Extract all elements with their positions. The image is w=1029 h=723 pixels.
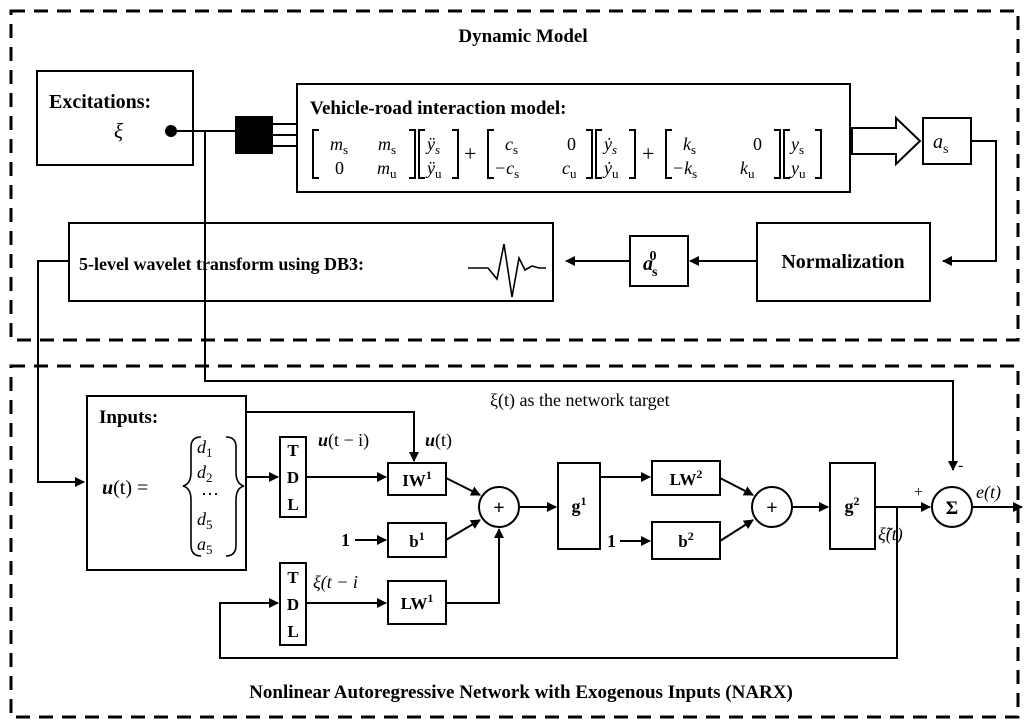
u-current-label: u(t) <box>425 430 452 451</box>
plus-sign: + <box>914 484 923 501</box>
svg-text:+: + <box>766 497 777 519</box>
u-delayed-label: u(t − i) <box>318 430 369 451</box>
svg-text:d1: d1 <box>197 437 213 460</box>
svg-text:mu: mu <box>377 158 397 181</box>
xi-delayed-label: ξ(t − i <box>313 572 358 593</box>
g1-block <box>557 462 601 550</box>
bias1-input: 1 <box>341 530 350 550</box>
svg-text:D: D <box>287 595 299 614</box>
tdl-input-box <box>279 436 307 518</box>
inputs-left-brace <box>182 436 202 557</box>
excitation-port <box>165 125 177 137</box>
as-normalized-label: as0 <box>643 249 658 280</box>
svg-text:ÿu: ÿu <box>425 158 442 181</box>
dynamic-model-region <box>9 9 1020 342</box>
svg-text:cs: cs <box>505 134 518 157</box>
b1-block <box>387 522 447 558</box>
svg-text:LW2: LW2 <box>670 467 703 489</box>
svg-text:Σ: Σ <box>946 498 958 519</box>
target-label: ξ(t) as the network target <box>490 390 670 411</box>
svg-text:yu: yu <box>789 158 806 181</box>
inputs-equation-lhs: u(t) = <box>102 477 148 499</box>
vehicle-model-title: Vehicle-road interaction model: <box>310 98 566 119</box>
svg-text:g2: g2 <box>845 494 860 516</box>
svg-text:−ks: −ks <box>672 158 697 181</box>
lw1-block <box>387 580 447 625</box>
svg-text:d5: d5 <box>197 509 213 532</box>
svg-text:ẏs: ẏs <box>602 134 617 157</box>
svg-text:b1: b1 <box>409 529 424 551</box>
excitations-box <box>36 70 194 166</box>
model-output-arrow <box>851 115 922 167</box>
vehicle-model-equation: ms ms 0 mu ÿs ÿu + cs 0 −cs cu ẏs ẏu + k… <box>312 129 822 181</box>
normalization-label: Normalization <box>781 251 904 273</box>
svg-text:0: 0 <box>567 134 576 154</box>
svg-text:L: L <box>287 495 298 514</box>
svg-text:ms: ms <box>330 134 348 157</box>
svg-text:LW1: LW1 <box>401 591 434 613</box>
svg-text:+: + <box>642 141 654 166</box>
inputs-right-brace <box>225 436 245 557</box>
svg-text:⋯: ⋯ <box>201 484 219 504</box>
inputs-title: Inputs: <box>99 407 158 428</box>
error-label: e(t) <box>976 482 1001 503</box>
narx-region <box>9 364 1020 719</box>
svg-text:IW1: IW1 <box>402 468 432 490</box>
svg-text:ku: ku <box>740 158 755 181</box>
tdl-feedback-box <box>279 562 307 646</box>
bias2-input: 1 <box>607 531 616 551</box>
dynamic-model-title: Dynamic Model <box>458 26 587 47</box>
as-output-box <box>922 117 972 165</box>
svg-text:ẏu: ẏu <box>602 158 619 181</box>
excitations-label: Excitations: <box>49 91 151 113</box>
svg-text:g1: g1 <box>572 494 587 516</box>
as-output-label: as <box>933 131 948 157</box>
g2-block <box>829 462 876 550</box>
svg-text:T: T <box>287 441 299 460</box>
db3-wavelet-icon <box>468 243 546 298</box>
svg-text:ÿs: ÿs <box>425 134 440 157</box>
svg-text:ys: ys <box>789 134 804 157</box>
svg-text:+: + <box>493 497 504 519</box>
svg-text:−cs: −cs <box>494 158 519 181</box>
svg-text:0: 0 <box>753 134 762 154</box>
svg-text:T: T <box>287 568 299 587</box>
svg-text:cu: cu <box>562 158 577 181</box>
wavelet-transform-box <box>68 222 554 302</box>
svg-text:b2: b2 <box>678 529 693 551</box>
mux-block <box>235 116 273 154</box>
svg-text:0: 0 <box>335 158 344 178</box>
wavelet-label: 5-level wavelet transform using DB3: <box>79 254 364 274</box>
svg-text:L: L <box>287 622 298 641</box>
svg-text:ks: ks <box>683 134 696 157</box>
inputs-box <box>86 395 247 571</box>
xi-estimate-label: ξ̃(t) <box>878 524 903 545</box>
svg-text:D: D <box>287 468 299 487</box>
svg-text:d2: d2 <box>197 462 213 485</box>
narx-title: Nonlinear Autoregressive Network with Ex… <box>249 682 793 703</box>
svg-text:+: + <box>464 141 476 166</box>
normalization-box <box>756 222 931 302</box>
svg-text:a5: a5 <box>197 534 213 557</box>
minus-sign: - <box>958 457 963 474</box>
excitations-symbol: ξ <box>114 119 123 143</box>
vehicle-road-model-box <box>296 83 851 193</box>
as-normalized-box <box>629 235 689 287</box>
svg-text:ms: ms <box>378 134 396 157</box>
